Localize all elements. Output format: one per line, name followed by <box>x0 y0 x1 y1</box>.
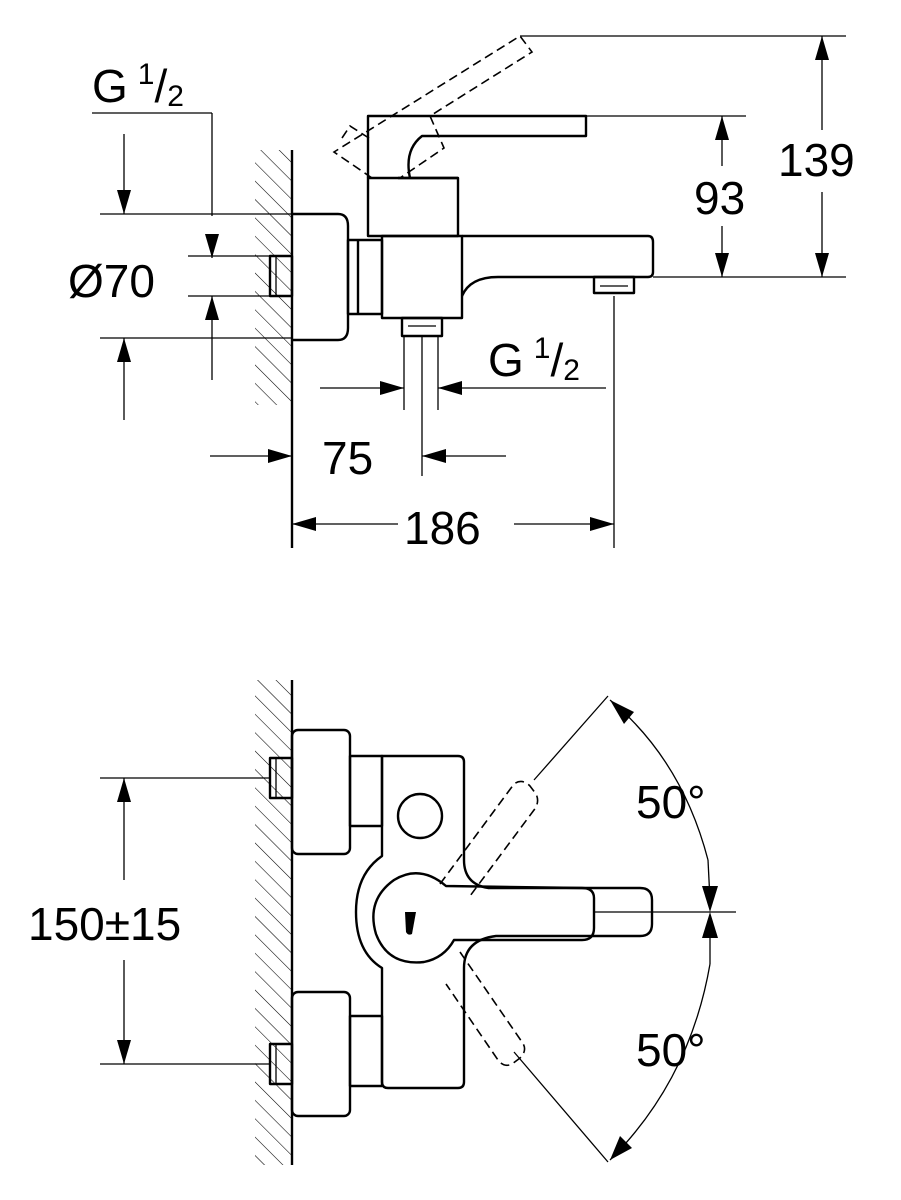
dim-139-label: 139 <box>778 134 855 186</box>
arrow-93-top <box>715 116 729 140</box>
arrow-arc-lower-end <box>610 1136 632 1160</box>
arrow-150-top <box>117 778 131 802</box>
dim-93-label: 93 <box>694 172 745 224</box>
nut-lower <box>348 1014 384 1088</box>
arrow-d70-top <box>117 190 131 214</box>
arrow-75-left <box>268 449 292 463</box>
lever <box>366 114 588 179</box>
arrow-186-left <box>292 517 316 531</box>
arrow-93-bottom <box>715 253 729 277</box>
arc-lower <box>609 963 711 1161</box>
lever-dashed-upper <box>439 780 539 897</box>
lever-housing <box>366 176 460 238</box>
arrow-arc-upper-start <box>610 700 634 724</box>
rosette-lower <box>290 990 352 1118</box>
lever-raised-dashed-detail <box>341 124 373 141</box>
connection-nut <box>346 238 384 316</box>
top-view: 50° 50° 150±15 <box>28 680 736 1165</box>
arrow-g-bottom-left <box>380 381 404 395</box>
arc-upper-tail <box>707 859 711 901</box>
mixer-body-top <box>354 754 654 1090</box>
lever-cap-ring <box>372 872 596 964</box>
dim-186-label: 186 <box>404 502 481 554</box>
inlet-stub <box>268 254 294 298</box>
spout <box>460 234 655 297</box>
aerator <box>592 275 636 295</box>
arrow-pipe-bottom <box>205 296 219 320</box>
arrow-d70-bottom <box>117 338 131 362</box>
lever-dashed-lower <box>445 951 526 1067</box>
dim-150-label: 150±15 <box>28 898 181 950</box>
rosette-upper <box>290 728 352 856</box>
dim-75-label: 75 <box>322 432 373 484</box>
nut-upper <box>348 754 384 828</box>
body-port <box>396 792 444 840</box>
wall-hatch-upper <box>255 150 292 405</box>
diameter-label: Ø70 <box>68 255 155 307</box>
arrow-186-right <box>590 517 614 531</box>
temperature-indicator <box>405 912 416 935</box>
arrow-g-bottom-right <box>438 381 462 395</box>
arrow-75-right <box>422 449 446 463</box>
mixer-body <box>380 234 464 320</box>
bottom-outlet <box>400 316 444 338</box>
angle-lower-label: 50° <box>636 1024 706 1076</box>
angle-upper-label: 50° <box>636 776 706 828</box>
lever-raised-dashed <box>332 34 534 179</box>
angle-line-lower <box>513 1051 609 1163</box>
arrow-139-top <box>815 36 829 60</box>
wall-hatch-lower <box>255 680 292 1165</box>
arrow-150-bottom <box>117 1040 131 1064</box>
angle-line-upper <box>533 695 609 781</box>
arrow-139-bottom <box>815 253 829 277</box>
wall-rosette <box>292 212 350 342</box>
